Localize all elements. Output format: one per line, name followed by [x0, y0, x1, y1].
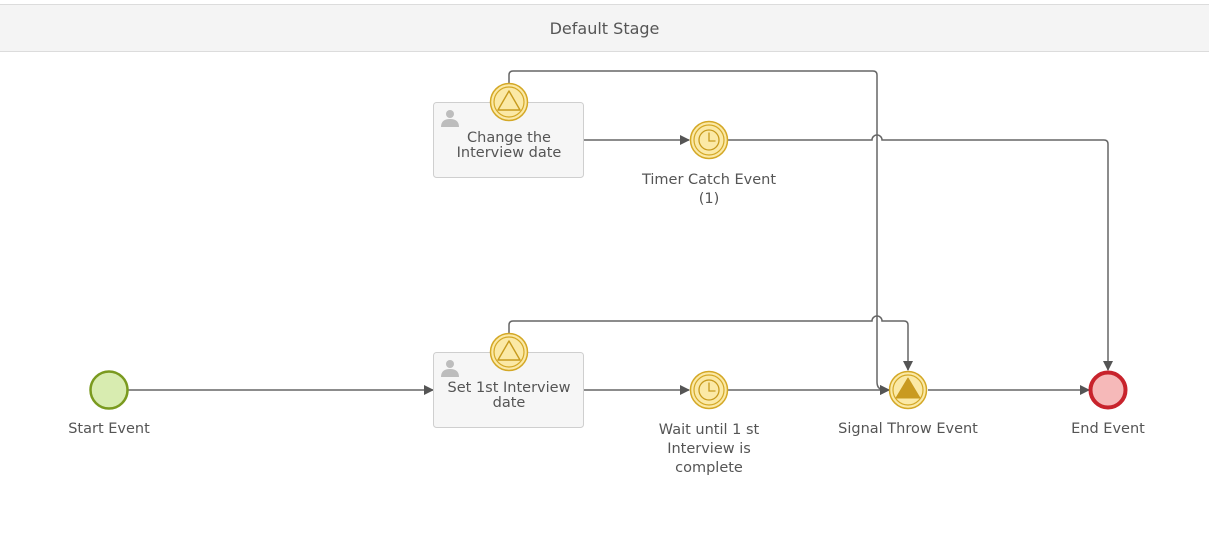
task-change-interview-date[interactable]: Change the Interview date — [433, 102, 584, 178]
timer-catch-event[interactable]: Timer Catch Event (1) — [641, 120, 776, 208]
boundary-signal-event-bottom[interactable] — [489, 332, 529, 372]
end-event-icon — [1088, 370, 1128, 410]
end-event-label: End Event — [1071, 421, 1145, 437]
clock-icon — [698, 379, 720, 401]
triangle-outline-icon — [497, 340, 521, 361]
task-set-first-interview-date[interactable]: Set 1st Interview date — [433, 352, 584, 428]
signal-throw-event[interactable]: Signal Throw Event — [838, 370, 978, 438]
end-event[interactable]: End Event — [1071, 370, 1145, 438]
start-event-label: Start Event — [68, 421, 150, 437]
task-label-line2: Interview date — [457, 145, 562, 161]
user-icon — [441, 110, 459, 127]
sequence-flows — [128, 70, 1113, 395]
task-label-line1: Set 1st Interview — [448, 380, 571, 396]
signal-throw-label: Signal Throw Event — [838, 421, 978, 437]
timer-wait-event[interactable]: Wait until 1 st Interview is complete — [659, 370, 760, 477]
start-event[interactable]: Start Event — [68, 370, 150, 438]
task-label-line1: Change the — [467, 130, 551, 146]
filled-triangle-icon — [895, 377, 921, 399]
timer-wait-label-line1: Wait until 1 st — [659, 422, 760, 438]
start-event-icon — [89, 370, 129, 410]
user-icon — [441, 360, 459, 377]
stage-title: Default Stage — [549, 18, 660, 38]
timer-catch-label-line2: (1) — [699, 191, 720, 207]
stage-header: Default Stage — [0, 4, 1209, 52]
clock-icon — [698, 129, 720, 151]
flow-top-boundary-to-signal[interactable] — [508, 70, 890, 395]
timer-catch-label-line1: Timer Catch Event — [641, 172, 776, 188]
task-label-line2: date — [493, 395, 526, 411]
boundary-signal-event-top[interactable] — [489, 82, 529, 122]
flow-timer-catch-to-end[interactable] — [728, 134, 1113, 371]
flow-bottom-boundary-to-signal[interactable] — [508, 315, 913, 371]
triangle-outline-icon — [497, 90, 521, 111]
timer-wait-label-line3: complete — [675, 460, 743, 476]
timer-wait-label-line2: Interview is — [667, 441, 751, 457]
